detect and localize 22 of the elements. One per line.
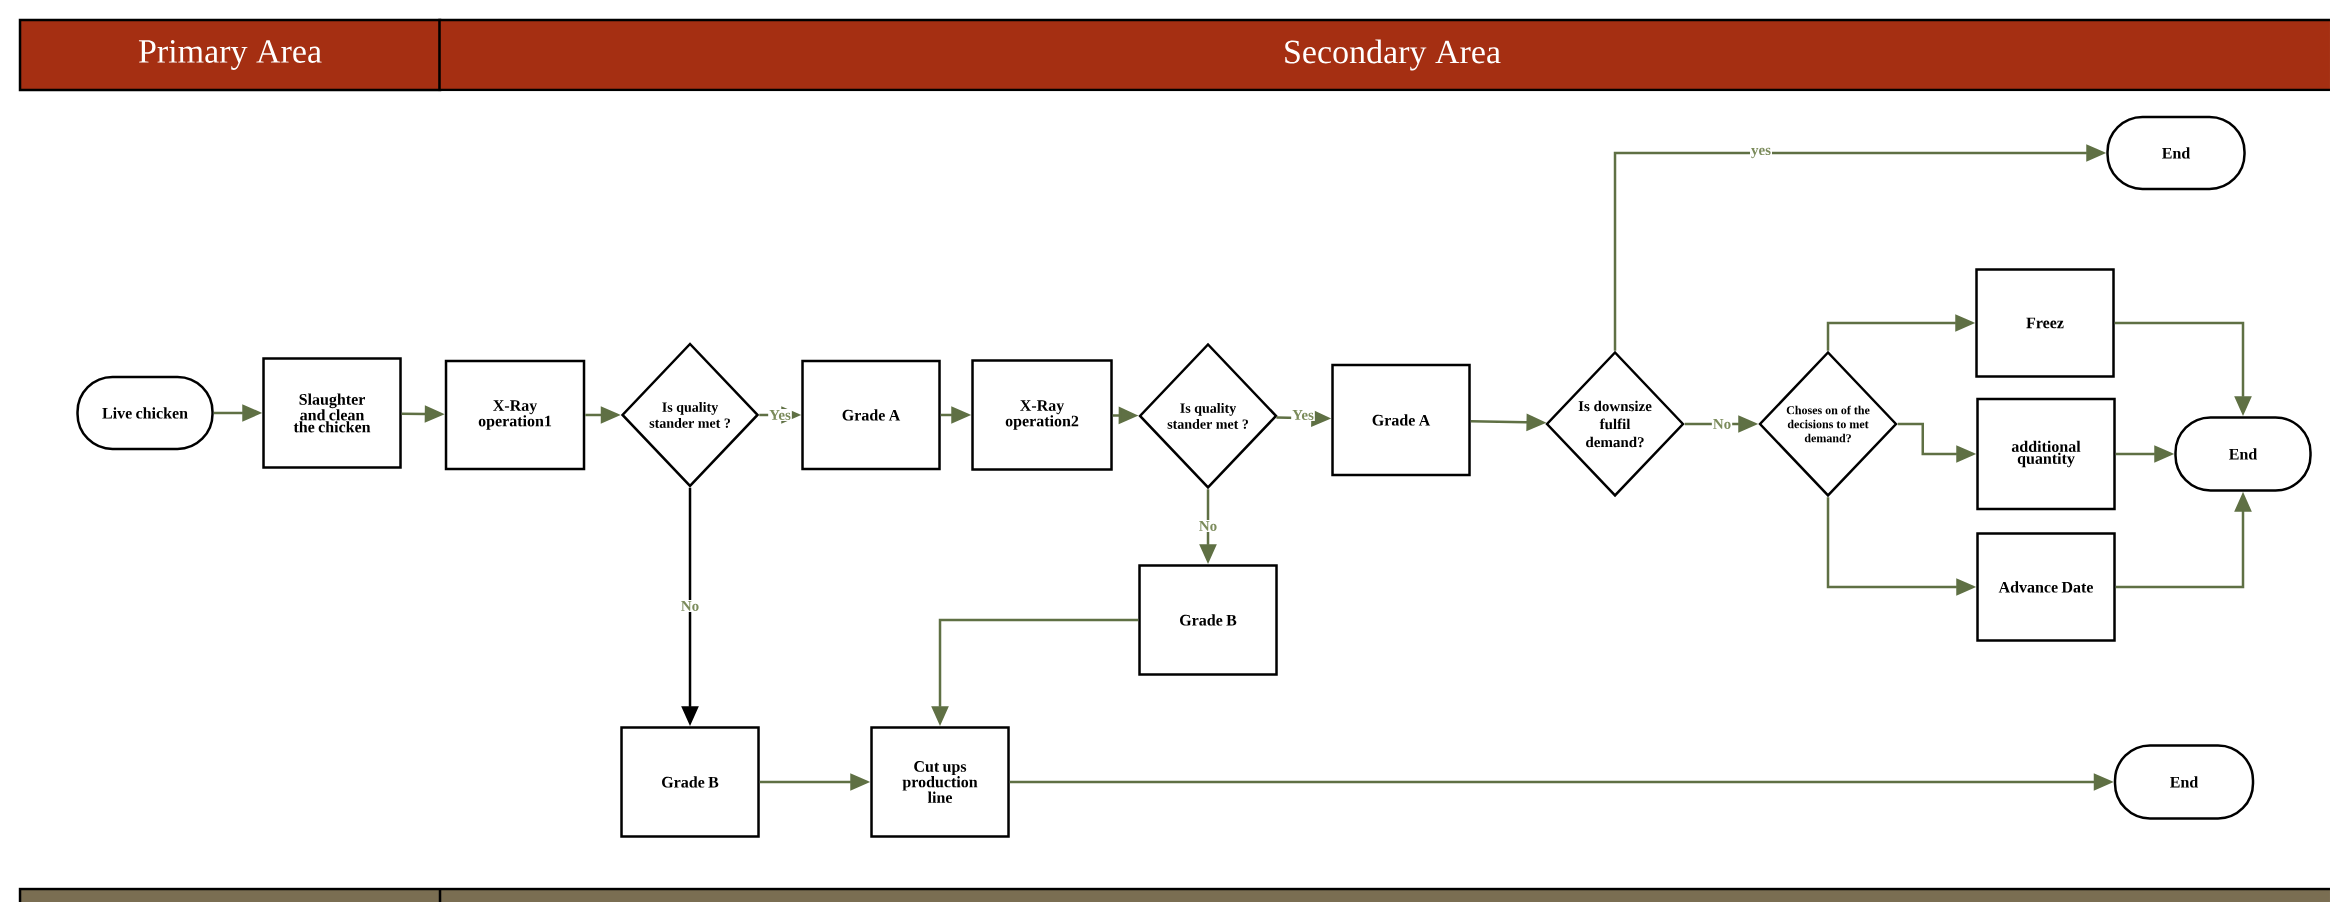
terminator: End xyxy=(2113,744,2255,820)
edge-label: yes xyxy=(1750,146,1772,160)
process-box: X-Ray operation1 xyxy=(444,359,586,471)
process-box: Advance Date xyxy=(1976,532,2116,642)
edge-label: No xyxy=(1197,520,1219,532)
terminator: End xyxy=(2174,416,2312,492)
process-box: Slaughter and clean the chicken xyxy=(262,357,402,469)
process-box: Grade A xyxy=(1331,363,1471,477)
process-box: X-Ray operation2 xyxy=(971,359,1113,471)
process-box: Grade A xyxy=(801,359,941,471)
process-box: additional quantity xyxy=(1976,397,2116,511)
edge-label: No xyxy=(1711,418,1733,430)
process-box: Freez xyxy=(1975,268,2115,378)
terminator: End xyxy=(2106,115,2246,191)
process-box: Grade B xyxy=(620,726,760,838)
lane-header: Primary Area xyxy=(18,18,442,92)
edge-label: Yes xyxy=(768,409,792,421)
edge-label: No xyxy=(679,600,701,612)
edge-label: Yes xyxy=(1291,409,1315,421)
process-box: Grade B xyxy=(1138,564,1278,676)
process-box: Cut ups production line xyxy=(870,726,1010,838)
terminator: Live chicken xyxy=(76,375,214,451)
